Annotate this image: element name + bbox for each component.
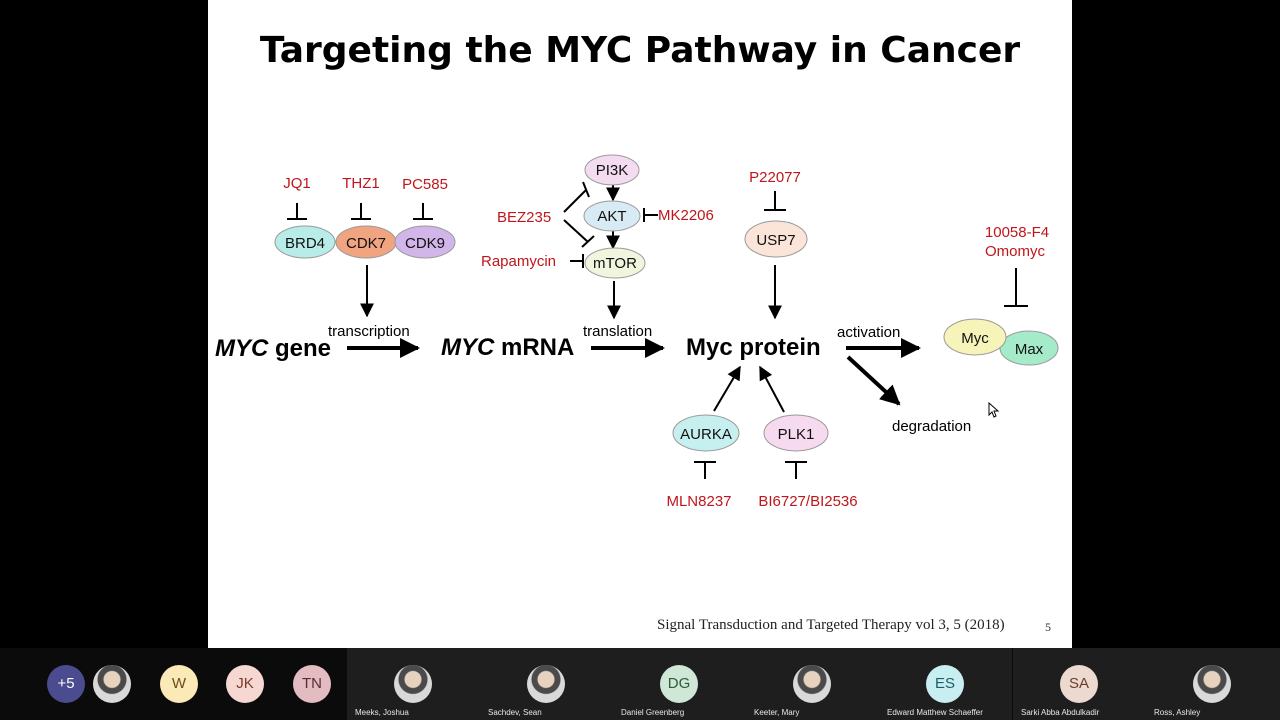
degradation-arrow [846, 355, 901, 406]
myc-protein-label: Myc protein [686, 334, 821, 361]
pi3k-label: PI3K [596, 162, 629, 179]
mtor-label: mTOR [593, 255, 637, 272]
cdk9-node [394, 225, 456, 259]
plk1-node [763, 414, 829, 452]
myc-mrna-label: MYC mRNA [441, 334, 574, 361]
participant-name: Sachdev, Sean [488, 708, 542, 717]
avatar: SA [1060, 665, 1098, 703]
slide-title: Targeting the MYC Pathway in Cancer [259, 30, 1021, 71]
jq1-label: JQ1 [283, 175, 311, 192]
akt-label: AKT [597, 208, 626, 225]
brd4-label: BRD4 [285, 235, 325, 252]
avatar [1193, 665, 1231, 703]
avatar [93, 665, 131, 703]
participant-name: Keeter, Mary [754, 708, 800, 717]
participant-overflow-count[interactable]: +5 [47, 665, 85, 703]
transcription-label: transcription [328, 323, 410, 340]
participant-tile[interactable]: TN [266, 648, 360, 720]
max-label: Max [1015, 341, 1044, 358]
participant-tile[interactable]: JK [199, 648, 293, 720]
aurka-node [672, 414, 740, 452]
slide-page-number: 5 [1045, 620, 1051, 634]
translation-label: translation [583, 323, 652, 340]
aurka-label: AURKA [680, 426, 732, 443]
myc-pathway-diagram: MYC gene MYC mRNA Myc protein transcript… [215, 154, 1059, 510]
participant-tile[interactable] [66, 648, 160, 720]
10058-f4-label: 10058-F4 [985, 224, 1049, 241]
inhibition-bars [287, 181, 1028, 479]
participant-name: Daniel Greenberg [621, 708, 685, 717]
participant-name: Sarki Abba Abdulkadir [1021, 708, 1100, 717]
pi3k-node [584, 154, 640, 186]
avatar [527, 665, 565, 703]
activation-label: activation [837, 324, 900, 341]
plk1-to-protein-arrow [759, 365, 785, 413]
participant-strip: +5 W JK TN Meeks, Joshua Sachdev, Sean D… [0, 648, 1280, 720]
participant-tile[interactable]: Keeter, Mary [746, 648, 879, 720]
pc585-label: PC585 [402, 176, 448, 193]
avatar: TN [293, 665, 331, 703]
omomyc-label: Omomyc [985, 243, 1046, 260]
participant-name: Meeks, Joshua [355, 708, 409, 717]
avatar: DG [660, 665, 698, 703]
participant-tile[interactable]: W [133, 648, 227, 720]
myc-label: Myc [961, 330, 989, 347]
mln8237-label: MLN8237 [666, 493, 731, 510]
avatar: ES [926, 665, 964, 703]
slide-citation: Signal Transduction and Targeted Therapy… [657, 617, 1005, 633]
avatar [394, 665, 432, 703]
aurka-to-protein-arrow [713, 365, 741, 412]
participant-tile[interactable]: Ross, Ashley [1146, 648, 1280, 720]
participant-tile[interactable]: SA Sarki Abba Abdulkadir [1013, 648, 1146, 720]
degradation-label: degradation [892, 418, 971, 435]
brd4-node [274, 225, 336, 259]
avatar: W [160, 665, 198, 703]
participant-name: Ross, Ashley [1154, 708, 1201, 717]
p22077-label: P22077 [749, 169, 801, 186]
participant-overflow-tile[interactable]: +5 [0, 648, 133, 720]
presentation-slide: Targeting the MYC Pathway in Cancer MYC … [208, 0, 1072, 648]
mtor-node [584, 247, 646, 279]
participant-name: Edward Matthew Schaeffer [887, 708, 983, 717]
myc-node [943, 318, 1007, 356]
avatar: JK [226, 665, 264, 703]
plk1-label: PLK1 [778, 426, 815, 443]
usp7-label: USP7 [756, 232, 795, 249]
thz1-label: THZ1 [342, 175, 380, 192]
participant-tile[interactable]: Sachdev, Sean [480, 648, 613, 720]
cdk7-label: CDK7 [346, 235, 386, 252]
myc-gene-label: MYC gene [215, 335, 331, 362]
mouse-cursor-icon [988, 402, 1000, 418]
bi6727-label: BI6727/BI2536 [758, 493, 857, 510]
participant-tile[interactable]: DG Daniel Greenberg [613, 648, 746, 720]
avatar [793, 665, 831, 703]
cdk9-label: CDK9 [405, 235, 445, 252]
bez235-label: BEZ235 [497, 209, 551, 226]
mk2206-label: MK2206 [658, 207, 714, 224]
participant-tile[interactable]: Meeks, Joshua [347, 648, 480, 720]
usp7-node [744, 220, 808, 258]
rapamycin-label: Rapamycin [481, 253, 556, 270]
participant-tile[interactable]: ES Edward Matthew Schaeffer [879, 648, 1012, 720]
akt-node [583, 200, 641, 232]
